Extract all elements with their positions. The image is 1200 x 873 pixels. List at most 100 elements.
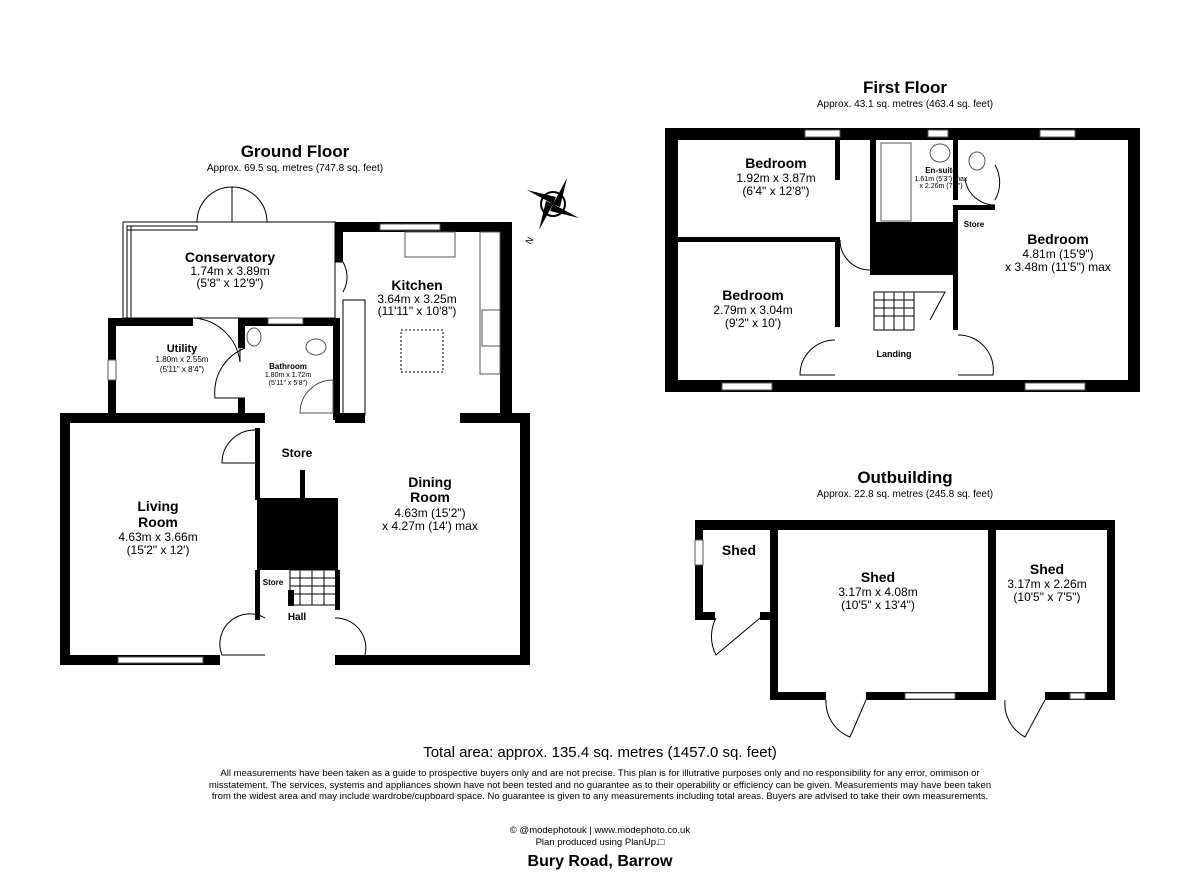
shed-middle-dim-metric: 3.17m x 4.08m [838,585,917,599]
ff-window [721,382,773,391]
ff-window [1039,129,1076,138]
living-room-window [117,656,204,664]
compass-icon: N [523,178,579,246]
conservatory-dim-imperial: (5'8" x 12'9") [196,276,263,290]
hall-newel [288,590,294,606]
ob-shed-small-wall-bottom [695,612,715,620]
dining-door[interactable] [334,617,367,656]
bathroom-wall-left-lower [238,398,245,420]
bedroom-right-name: Bedroom [1027,231,1088,247]
kitchen-sink [404,231,456,258]
kitchen-dim-imperial: (11'11" x 10'8") [378,304,457,318]
shed-small-name: Shed [722,542,756,558]
bedroom-divider [678,237,840,242]
ff-window [804,129,841,138]
kitchen-name: Kitchen [391,277,442,293]
compass-north-label: N [523,235,535,246]
stair-void [875,222,955,275]
bedroom-right-dim-imperial: x 3.48m (11'5") max [1005,260,1111,274]
shed-small-door[interactable] [710,617,761,656]
ensuite-wall-left [870,140,876,275]
ob-shed-middle-wall-left [770,520,778,700]
ensuite-basin [929,143,951,163]
kitchen-wall-left [335,222,343,262]
bathroom-dim-imperial: (5'11" x 5'8") [269,380,308,387]
bathroom-door[interactable] [214,347,246,399]
shed-middle-dim-imperial: (10'5" x 13'4") [841,598,915,612]
disclaimer: All measurements have been taken as a gu… [208,768,992,802]
ensuite-toilet [968,151,986,171]
living-room-name-line1: Living [137,498,178,514]
ob-window [694,539,704,566]
ensuite-name: En-suite [925,166,957,175]
staircase-void [257,498,338,570]
stair-treads [290,570,338,605]
ob-window [1069,692,1086,700]
bedroom-top-left-dim-imperial: (6'4" x 12'8") [742,184,809,198]
bedroom-left-dim-metric: 2.79m x 3.04m [713,303,792,317]
shed-middle-door[interactable] [825,699,867,738]
shed-right-dim-imperial: (10'5" x 7'5") [1013,590,1080,604]
bedroom-top-left-name: Bedroom [745,155,806,171]
store-door[interactable] [221,429,256,464]
ground-floor-title: Ground Floor [241,142,350,161]
store-wall-top-right [335,413,365,423]
bathroom-wall-right [333,318,340,420]
stair-treads [874,291,946,330]
bedroom-top-wall-right [835,140,840,180]
bedroom-right-wall-left [953,205,958,330]
kitchen-wall-right [500,222,512,422]
bedroom-left-name: Bedroom [722,287,783,303]
shed-right-dim-metric: 3.17m x 2.26m [1007,577,1086,591]
store-wall-right [300,470,305,500]
utility-wall-top [108,318,193,326]
conservatory-door[interactable] [196,186,268,223]
shed-right-name: Shed [1030,561,1064,577]
shed-right-door[interactable] [1004,699,1046,738]
utility-door[interactable] [192,317,241,363]
kitchen-hob [481,309,501,347]
living-room-dim-metric: 4.63m x 3.66m [118,530,197,544]
bedroom-door[interactable] [799,339,836,376]
bedroom-door[interactable] [957,334,994,376]
ob-window [904,692,956,700]
store-name: Store [282,446,313,460]
ensuite-door[interactable] [964,164,1001,206]
living-wall-left [60,413,70,665]
ff-wall-top [665,128,1140,140]
bathroom-window [267,317,304,325]
ob-wall-right [1107,520,1115,700]
bathroom-wall-left [238,318,245,348]
credit: © @modephotouk | www.modephoto.co.uk [509,825,691,836]
bedroom-left-dim-imperial: (9'2" x 10') [725,316,781,330]
hall-name: Hall [288,612,307,623]
ff-wall-bottom [665,380,1140,392]
conservatory-glazing-top [126,225,198,231]
kitchen-unit [342,299,366,416]
ff-wall-left [665,128,678,392]
ff-wall-right [1128,128,1140,392]
living-room-dim-imperial: (15'2" x 12') [127,543,190,557]
store-wall-top [245,413,265,423]
total-area: Total area: approx. 135.4 sq. metres (14… [423,744,777,761]
ob-divider [988,520,996,700]
ensuite-dim-metric: 1.61m (5'3") max [915,176,968,183]
kitchen-door[interactable] [335,261,348,293]
utility-name: Utility [167,343,198,355]
dining-room-name-line2: Room [410,489,450,505]
landing-name: Landing [877,349,912,359]
ensuite-dim-imperial: x 2.26m (7'5") [919,183,962,190]
dining-wall-top [460,413,530,423]
store-wall-top [953,205,995,210]
conservatory-name: Conservatory [185,249,275,265]
bedroom-door[interactable] [839,239,871,271]
living-wall-top [60,413,245,423]
ff-store-name: Store [964,220,985,229]
bedroom-right-dim-metric: 4.81m (15'9") [1022,247,1093,261]
hall-store-wall [255,570,260,620]
outbuilding-plan: Outbuilding Approx. 22.8 sq. metres (245… [694,468,1115,738]
kitchen-window [379,223,441,231]
front-door[interactable] [219,613,266,656]
bathroom-name: Bathroom [269,362,307,371]
